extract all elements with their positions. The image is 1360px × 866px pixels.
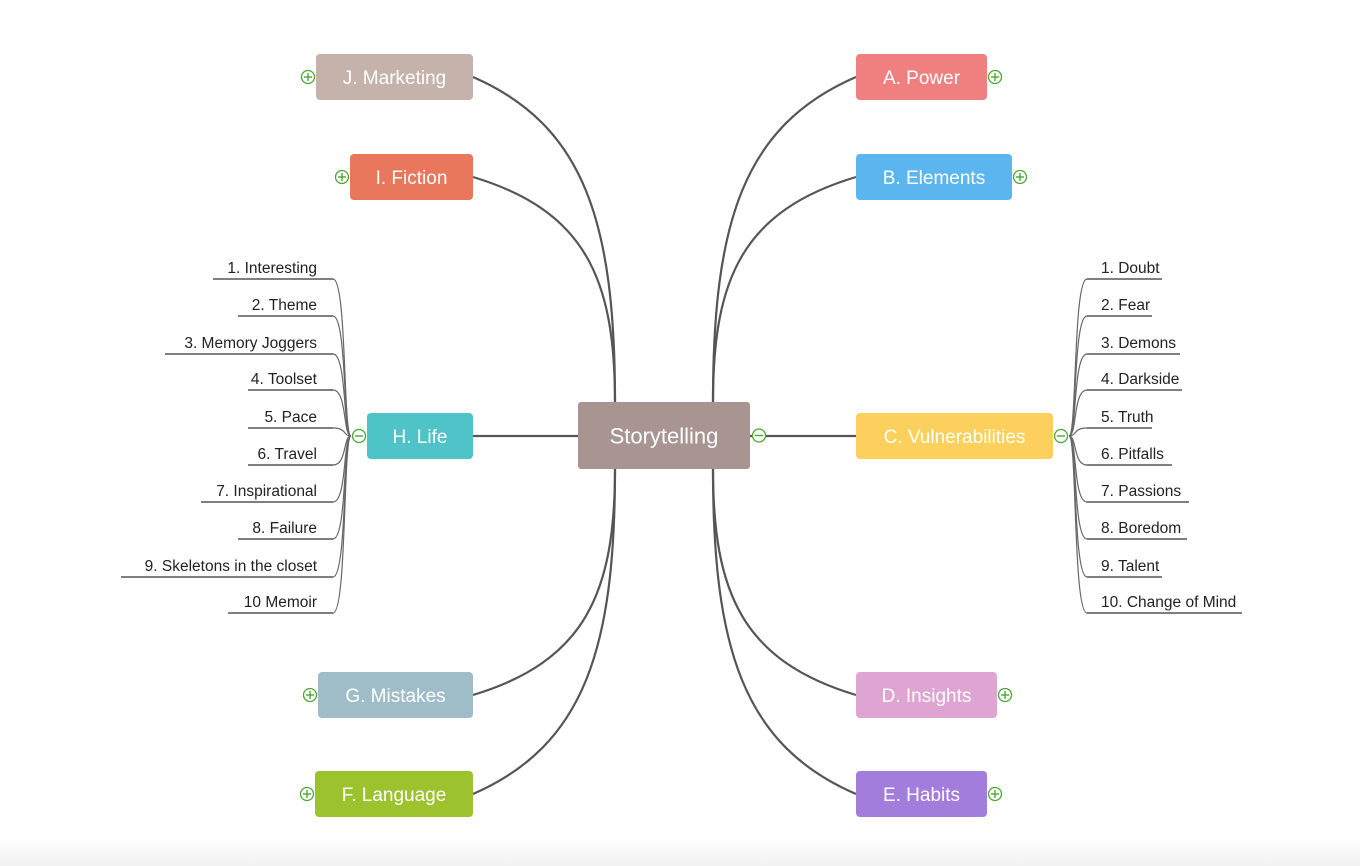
topic-b-expand-icon[interactable] bbox=[1012, 169, 1028, 185]
topic-i-box bbox=[350, 154, 473, 200]
subtopic-c-10-label: 10. Change of Mind bbox=[1101, 594, 1236, 611]
topic-f-label: F. Language bbox=[342, 785, 447, 806]
topic-a-expand-icon[interactable] bbox=[987, 69, 1003, 85]
subtopic-c-5-label: 5. Truth bbox=[1101, 409, 1154, 426]
subtopic-c-5-connector bbox=[1068, 427, 1088, 437]
topic-d-expand-icon[interactable] bbox=[997, 687, 1013, 703]
canvas-bottom-edge bbox=[0, 836, 1360, 866]
subtopic-h-6-label: 6. Travel bbox=[258, 446, 317, 463]
branch-line-b bbox=[711, 175, 857, 403]
topic-e-box bbox=[856, 771, 987, 817]
topic-e[interactable]: E. Habits bbox=[856, 771, 987, 817]
subtopic-c-4-label: 4. Darkside bbox=[1101, 371, 1179, 388]
branch-line-j bbox=[472, 75, 617, 403]
branch-line-g bbox=[472, 468, 617, 697]
topic-a[interactable]: A. Power bbox=[856, 54, 987, 100]
central-collapse-icon[interactable] bbox=[751, 428, 767, 443]
subtopic-h-10-label: 10 Memoir bbox=[244, 594, 317, 611]
subtopic-h-6[interactable]: 6. Travel bbox=[248, 435, 352, 466]
topic-g-box bbox=[318, 672, 473, 718]
topic-a-box bbox=[856, 54, 987, 100]
subtopic-h-9[interactable]: 9. Skeletons in the closet bbox=[121, 435, 352, 578]
topic-h[interactable]: H. Life bbox=[367, 413, 473, 459]
topic-f-box bbox=[315, 771, 473, 817]
topic-d[interactable]: D. Insights bbox=[856, 672, 997, 718]
subtopic-h-7-label: 7. Inspirational bbox=[216, 483, 317, 500]
topic-j[interactable]: J. Marketing bbox=[316, 54, 473, 100]
subtopic-c-10-connector bbox=[1068, 435, 1088, 614]
subtopic-h-4[interactable]: 4. Toolset bbox=[248, 371, 352, 437]
branch-line-e bbox=[711, 468, 857, 796]
subtopic-c-8-label: 8. Boredom bbox=[1101, 520, 1181, 537]
subtopic-c-10[interactable]: 10. Change of Mind bbox=[1068, 435, 1242, 614]
topic-c[interactable]: C. Vulnerabilities bbox=[856, 413, 1053, 459]
topic-j-label: J. Marketing bbox=[343, 68, 446, 89]
subtopic-h-10[interactable]: 10 Memoir bbox=[228, 435, 352, 614]
subtopic-c-1-label: 1. Doubt bbox=[1101, 260, 1160, 277]
topic-b-label: B. Elements bbox=[883, 168, 985, 189]
topic-j-expand-icon[interactable] bbox=[300, 69, 316, 85]
subtopic-h-4-label: 4. Toolset bbox=[251, 371, 318, 388]
subtopic-c-6[interactable]: 6. Pitfalls bbox=[1068, 435, 1172, 466]
topic-h-collapse-icon[interactable] bbox=[351, 428, 367, 444]
subtopic-h-9-label: 9. Skeletons in the closet bbox=[145, 558, 318, 575]
subtopic-h-5-connector bbox=[332, 427, 352, 437]
subtopic-h-2-label: 2. Theme bbox=[252, 297, 317, 314]
subtopic-layer: 1. Doubt 2. Fear 3. Demons 4. Darkside 5. Tr… bbox=[121, 260, 1242, 614]
branch-connectors bbox=[472, 75, 857, 796]
topic-a-label: A. Power bbox=[883, 68, 961, 89]
topic-c-collapse-icon[interactable] bbox=[1053, 428, 1069, 444]
subtopic-c-1-connector bbox=[1068, 278, 1088, 437]
topic-g-expand-icon[interactable] bbox=[302, 687, 318, 703]
topic-d-box bbox=[856, 672, 997, 718]
subtopic-h-10-connector bbox=[332, 435, 352, 614]
topic-f[interactable]: F. Language bbox=[315, 771, 473, 817]
topic-g[interactable]: G. Mistakes bbox=[318, 672, 473, 718]
subtopic-h-1-connector bbox=[332, 278, 352, 437]
central-topic-label: Storytelling bbox=[610, 424, 719, 449]
subtopic-c-8[interactable]: 8. Boredom bbox=[1068, 435, 1187, 540]
subtopic-c-9-label: 9. Talent bbox=[1101, 558, 1160, 575]
subtopic-h-8-label: 8. Failure bbox=[252, 520, 317, 537]
topic-e-label: E. Habits bbox=[883, 785, 960, 806]
topic-i[interactable]: I. Fiction bbox=[350, 154, 473, 200]
subtopic-h-5-label: 5. Pace bbox=[264, 409, 317, 426]
subtopic-h-3-label: 3. Memory Joggers bbox=[184, 335, 317, 352]
topic-i-expand-icon[interactable] bbox=[334, 169, 350, 185]
subtopic-h-5[interactable]: 5. Pace bbox=[248, 409, 352, 437]
subtopic-c-7-label: 7. Passions bbox=[1101, 483, 1181, 500]
topic-f-expand-icon[interactable] bbox=[299, 786, 315, 802]
subtopic-h-1-label: 1. Interesting bbox=[227, 260, 317, 277]
topic-b[interactable]: B. Elements bbox=[856, 154, 1012, 200]
central-topic-box bbox=[578, 402, 750, 469]
subtopic-c-4-connector bbox=[1068, 389, 1088, 437]
subtopic-c-5[interactable]: 5. Truth bbox=[1068, 409, 1154, 437]
subtopic-c-2-label: 2. Fear bbox=[1101, 297, 1150, 314]
central-topic-storytelling[interactable]: Storytelling bbox=[578, 402, 750, 469]
subtopic-c-6-label: 6. Pitfalls bbox=[1101, 446, 1164, 463]
topic-h-label: H. Life bbox=[393, 427, 448, 448]
topic-j-box bbox=[316, 54, 473, 100]
subtopic-c-3-label: 3. Demons bbox=[1101, 335, 1176, 352]
topic-c-box bbox=[856, 413, 1053, 459]
subtopic-h-4-connector bbox=[332, 389, 352, 437]
topic-e-expand-icon[interactable] bbox=[987, 786, 1003, 802]
topic-d-label: D. Insights bbox=[882, 686, 972, 707]
subtopic-c-4[interactable]: 4. Darkside bbox=[1068, 371, 1182, 437]
main-topic-layer: Storytelling A. Power B. Elements C. Vulner… bbox=[299, 54, 1069, 817]
topic-i-label: I. Fiction bbox=[376, 168, 448, 189]
topic-g-label: G. Mistakes bbox=[345, 686, 445, 707]
branch-line-a bbox=[711, 75, 857, 403]
branch-line-f bbox=[472, 468, 617, 796]
topic-c-label: C. Vulnerabilities bbox=[884, 427, 1026, 448]
topic-h-box bbox=[367, 413, 473, 459]
topic-b-box bbox=[856, 154, 1012, 200]
